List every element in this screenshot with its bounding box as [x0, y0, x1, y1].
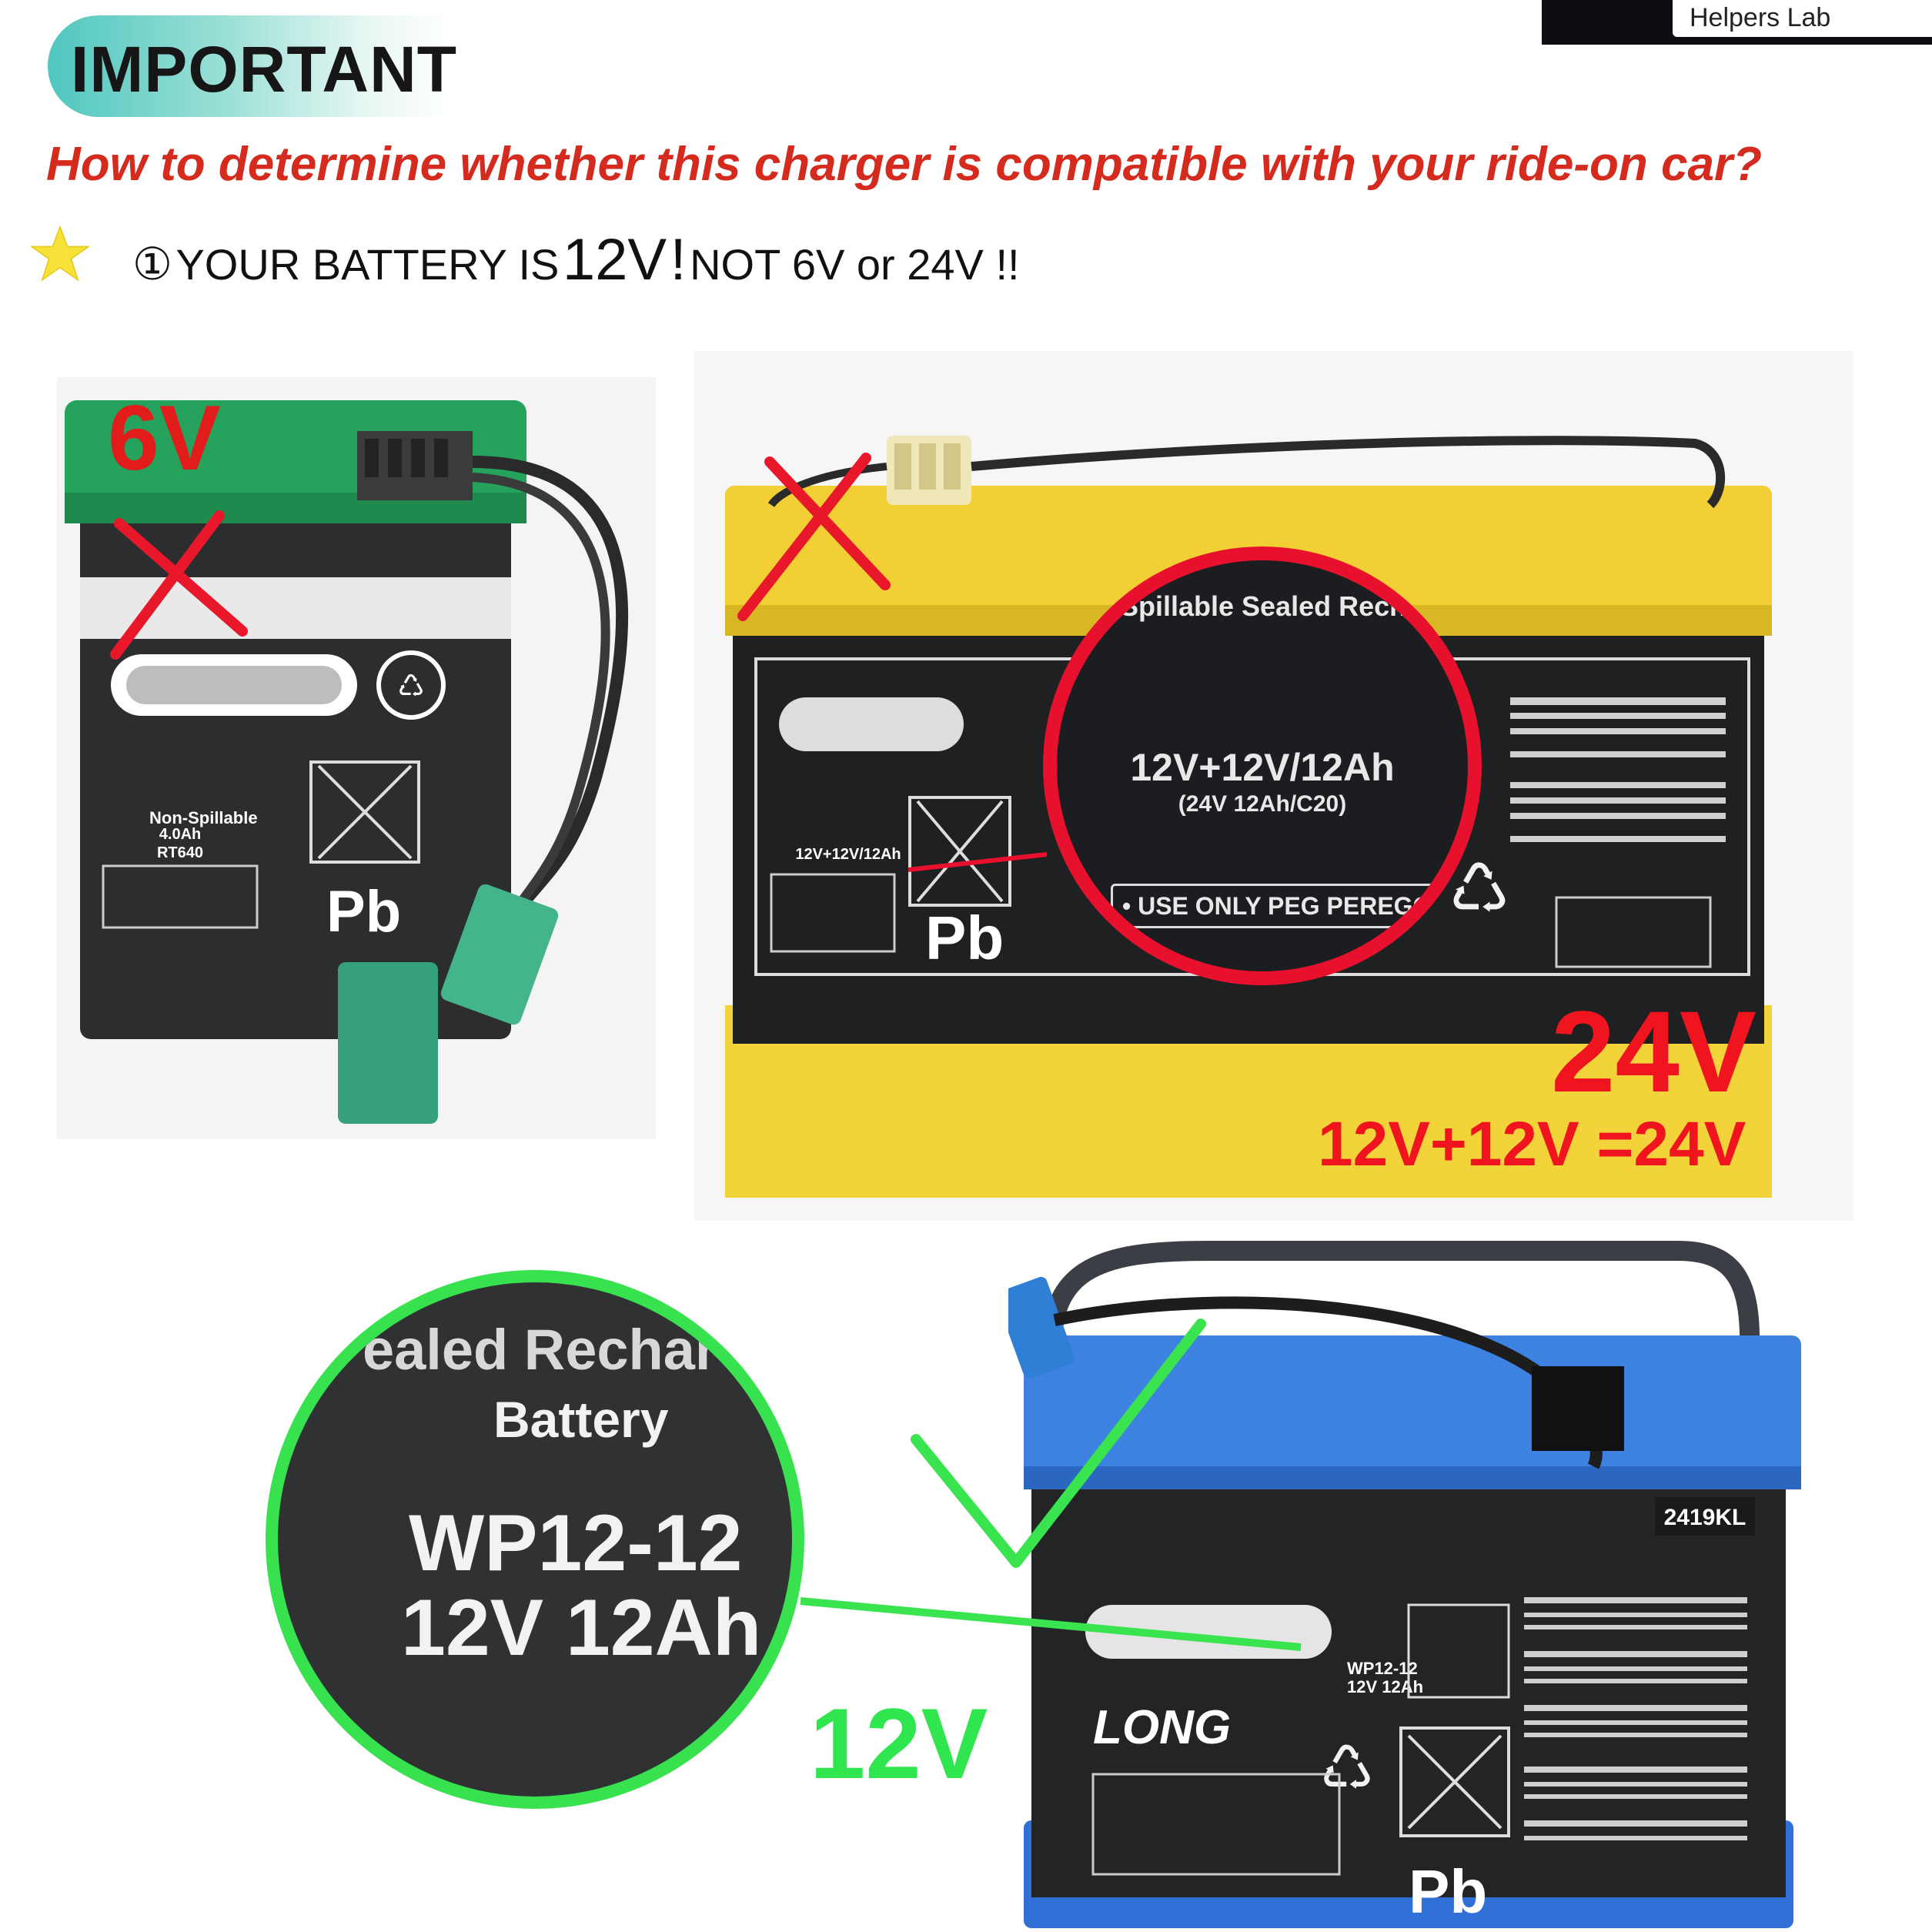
label-12v: 12V: [810, 1687, 988, 1800]
battery-24v-rating: 12V+12V/12Ah: [795, 846, 901, 863]
requirement-voltage: 12V: [562, 227, 667, 292]
battery-12v-model: WP12-12: [1347, 1659, 1418, 1678]
zoom-24v-rating: 12V+12V/12Ah: [1130, 746, 1395, 789]
svg-text:Non-Spillable: Non-Spillable: [149, 808, 258, 827]
requirement-number: ①: [132, 239, 172, 289]
important-badge: [48, 15, 448, 117]
brand-name: Helpers Lab: [1690, 3, 1831, 32]
zoom-24v-label: Non-Spillable Sealed Rechargeable Batter…: [1043, 547, 1482, 985]
compatibility-question: How to determine whether this charger is…: [46, 138, 1762, 191]
battery-12v-rating: 12V 12Ah: [1347, 1677, 1423, 1696]
battery-6v-capacity: 4.0Ah: [159, 826, 201, 843]
zoom-12v-rating: 12V 12Ah: [401, 1583, 762, 1673]
battery-6v-model: RT640: [157, 844, 203, 861]
battery-6v-pb: Pb: [326, 879, 401, 944]
zoom-12v-model: WP12-12: [409, 1499, 743, 1588]
zoom-12v-line2: Battery: [493, 1391, 669, 1448]
battery-12v-brand: LONG: [1093, 1701, 1231, 1754]
requirement-prefix: YOUR BATTERY IS: [175, 240, 560, 289]
battery-requirement: ① YOUR BATTERY IS 12V ! NOT 6V or 24V !!: [132, 226, 1020, 293]
battery-6v-photo: ♺ Non-Spillable 4.0Ah RT640 Pb: [57, 377, 656, 1139]
zoom-24v-warning: • USE ONLY PEG PEREGO RECHARGEUR DO NOT …: [1111, 884, 1468, 928]
label-6v: 6V: [108, 386, 221, 490]
svg-text:♺: ♺: [1319, 1733, 1375, 1804]
brand-tab: [1673, 0, 1932, 37]
zoom-12v-label: ealed Rechar Battery WP12-12 12V 12Ah: [266, 1270, 804, 1809]
requirement-suffix: NOT 6V or 24V !!: [690, 240, 1020, 289]
battery-12v-code: 2419KL: [1664, 1505, 1746, 1530]
battery-12v-pb: Pb: [1409, 1857, 1487, 1926]
important-badge-text: IMPORTANT: [71, 33, 458, 105]
star-icon: [29, 225, 91, 282]
battery-24v-pb: Pb: [925, 904, 1004, 972]
label-12v-plus-12v: 12V+12V =24V: [1318, 1109, 1746, 1179]
requirement-exclaim: !: [670, 227, 687, 292]
svg-text:♺: ♺: [397, 669, 425, 704]
zoom-24v-sub: (24V 12Ah/C20): [1178, 791, 1347, 817]
battery-12v-photo: 2419KL WP12-12 12V 12Ah LONG ♺ Pb: [1008, 1235, 1817, 1932]
label-24v: 24V: [1551, 987, 1757, 1116]
zoom-12v-line1: ealed Rechar: [363, 1318, 717, 1382]
zoom-24v-title: Non-Spillable Sealed Rechargeable Batter…: [1057, 590, 1481, 622]
